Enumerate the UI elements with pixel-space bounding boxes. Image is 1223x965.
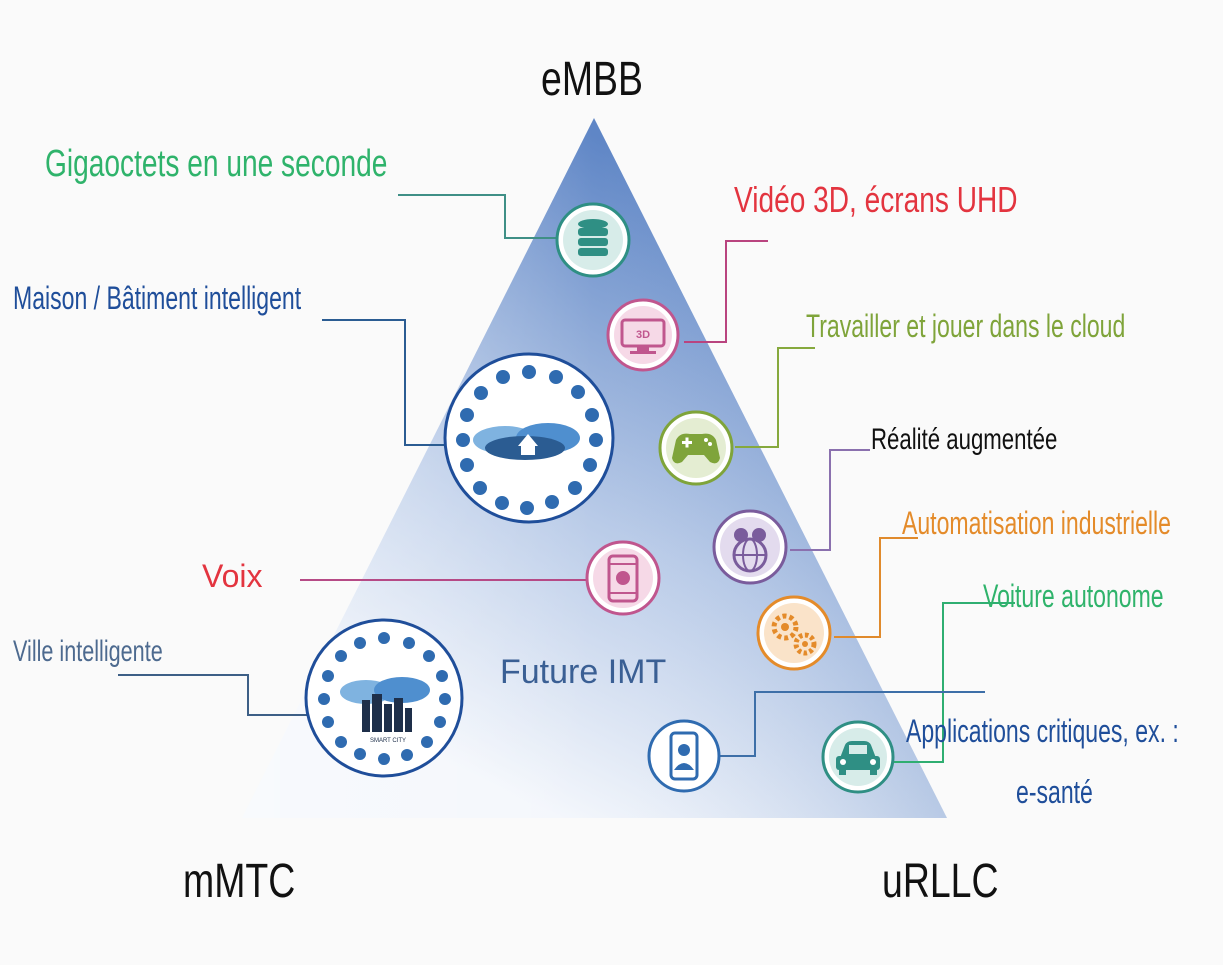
smart-city-icon: SMART CITY bbox=[304, 618, 464, 778]
connector-gigabytes bbox=[398, 194, 560, 239]
future-imt-label: Future IMT bbox=[500, 653, 667, 691]
cloud-work-label: Travailler et jouer dans le cloud bbox=[806, 308, 1126, 344]
screen-3d-icon: 3D bbox=[606, 298, 680, 372]
mmtc-label: mMTC bbox=[183, 855, 296, 908]
ehealth-label: e-santé bbox=[1016, 774, 1093, 810]
gigabytes-label: Gigaoctets en une seconde bbox=[45, 143, 388, 185]
car-icon bbox=[821, 720, 895, 794]
smart-home-label: Maison / Bâtiment intelligent bbox=[13, 280, 302, 316]
gamepad-icon bbox=[658, 410, 734, 486]
connector-autonomous-car bbox=[886, 602, 1015, 763]
ehealth-phone-icon bbox=[647, 719, 721, 793]
connector-critical-apps bbox=[716, 691, 985, 757]
connector-augmented-reality bbox=[790, 449, 870, 551]
urllc-label: uRLLC bbox=[882, 855, 999, 908]
smart-city-label: Ville intelligente bbox=[13, 635, 163, 668]
connector-cloud-work bbox=[735, 347, 815, 448]
augmented-reality-icon bbox=[712, 509, 788, 585]
smart-city-caption: SMART CITY bbox=[370, 738, 406, 744]
critical-apps-label: Applications critiques, ex. : bbox=[906, 713, 1179, 749]
connector-smart-home bbox=[322, 319, 457, 446]
connector-video3d bbox=[684, 240, 768, 343]
industrial-label: Automatisation industrielle bbox=[902, 505, 1171, 541]
screen-3d-text: 3D bbox=[636, 329, 650, 341]
voice-label: Voix bbox=[202, 558, 263, 594]
embb-label: eMBB bbox=[541, 53, 643, 106]
database-icon bbox=[555, 202, 631, 278]
smart-home-icon bbox=[443, 352, 615, 524]
video3d-label: Vidéo 3D, écrans UHD bbox=[734, 179, 1018, 220]
gears-icon bbox=[756, 595, 832, 671]
autonomous-car-label: Voiture autonome bbox=[983, 578, 1164, 614]
connector-industrial bbox=[834, 537, 918, 638]
connector-smart-city bbox=[118, 674, 312, 716]
augmented-reality-label: Réalité augmentée bbox=[871, 423, 1058, 456]
phone-icon bbox=[585, 540, 661, 616]
